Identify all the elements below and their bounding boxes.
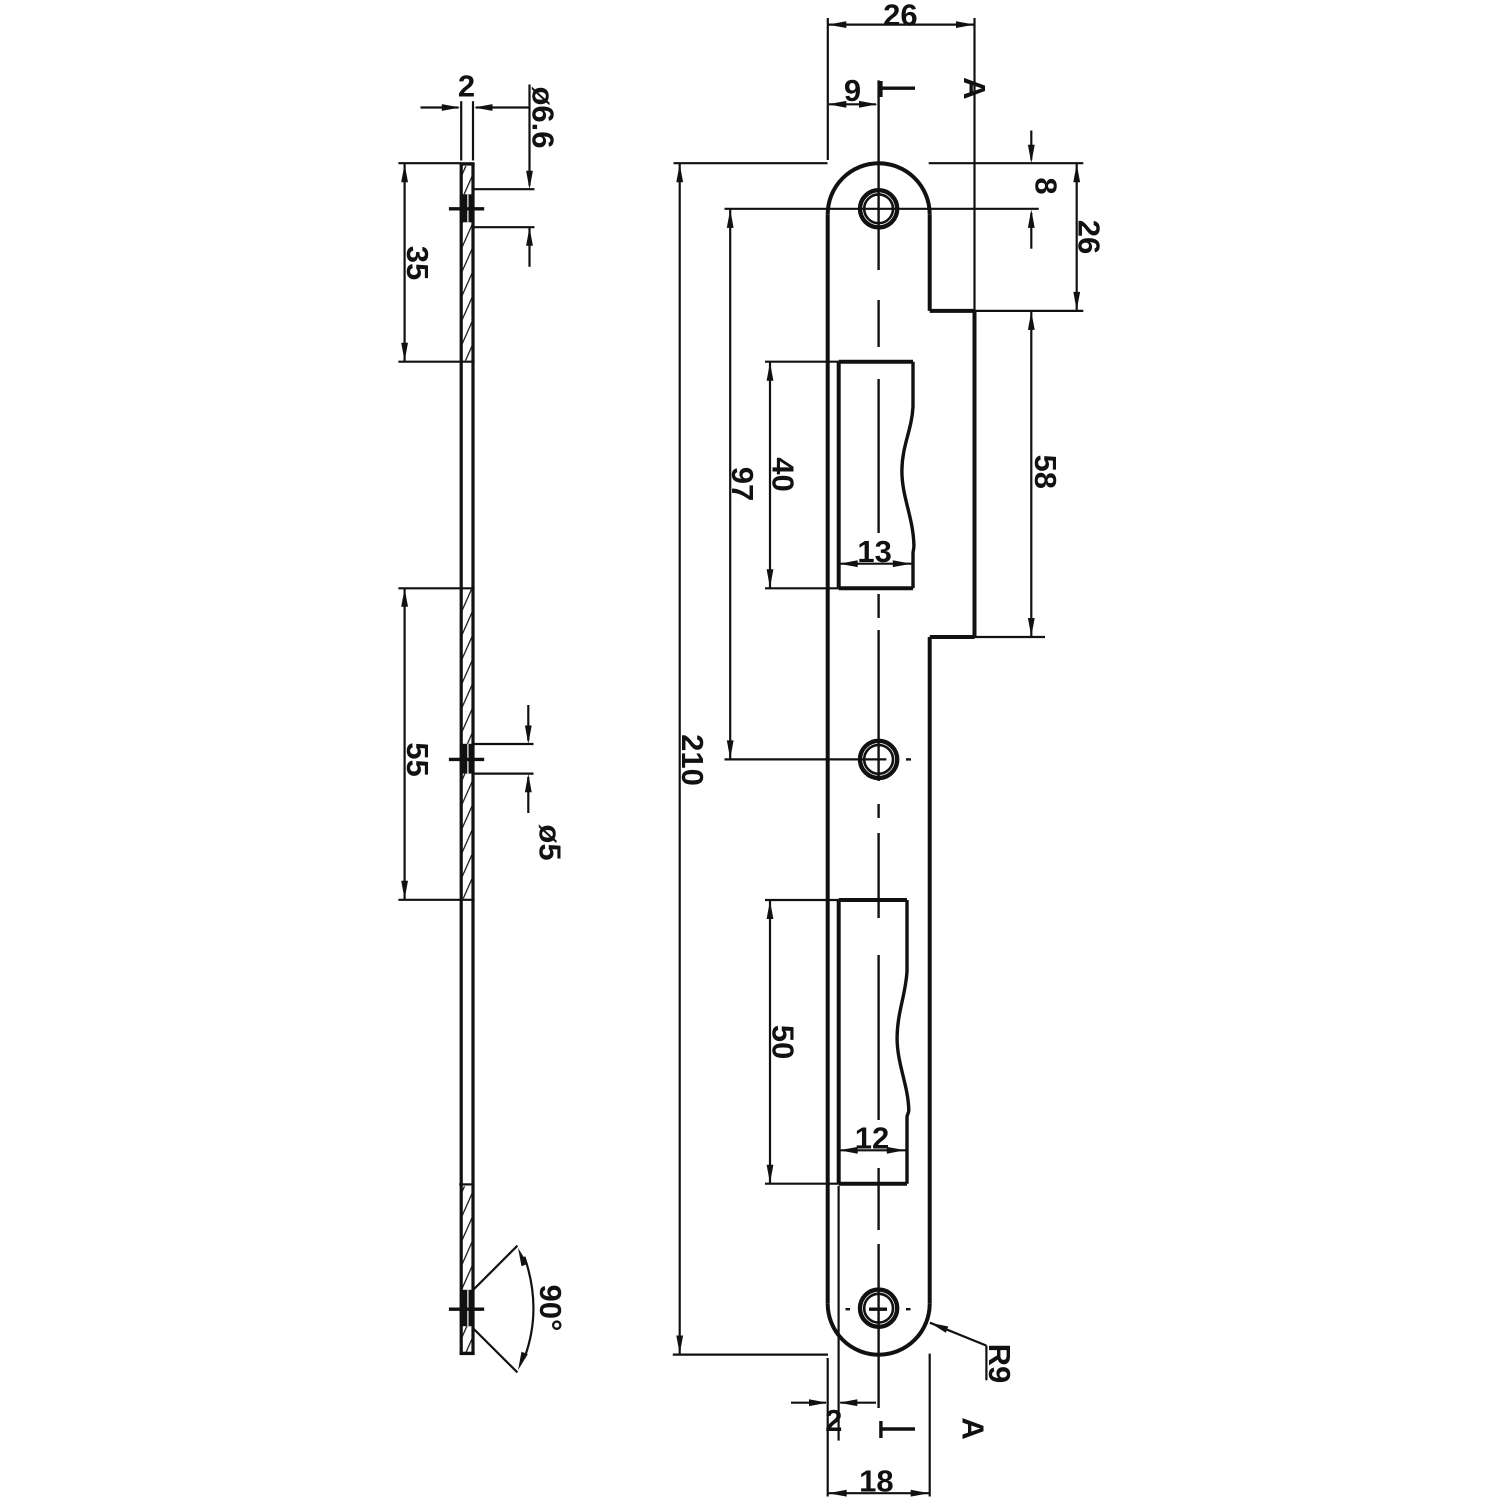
- svg-text:26: 26: [883, 0, 917, 33]
- svg-text:210: 210: [675, 734, 710, 786]
- svg-text:58: 58: [1028, 454, 1063, 488]
- svg-text:18: 18: [859, 1463, 893, 1498]
- svg-text:8: 8: [1029, 177, 1064, 194]
- svg-text:2: 2: [458, 69, 475, 104]
- svg-text:A: A: [956, 1417, 991, 1439]
- svg-text:90°: 90°: [533, 1285, 568, 1332]
- svg-text:13: 13: [857, 534, 891, 569]
- svg-text:ø5: ø5: [533, 824, 568, 860]
- svg-text:26: 26: [1072, 220, 1107, 254]
- svg-text:9: 9: [844, 73, 861, 108]
- svg-text:55: 55: [400, 742, 435, 776]
- svg-text:40: 40: [765, 457, 800, 491]
- svg-text:35: 35: [400, 246, 435, 280]
- svg-text:2: 2: [825, 1403, 842, 1438]
- svg-text:12: 12: [855, 1121, 889, 1156]
- svg-text:ø6.6: ø6.6: [525, 86, 560, 148]
- svg-text:97: 97: [725, 467, 760, 501]
- svg-text:R9: R9: [982, 1344, 1017, 1384]
- svg-text:50: 50: [765, 1025, 800, 1059]
- svg-text:A: A: [957, 77, 992, 99]
